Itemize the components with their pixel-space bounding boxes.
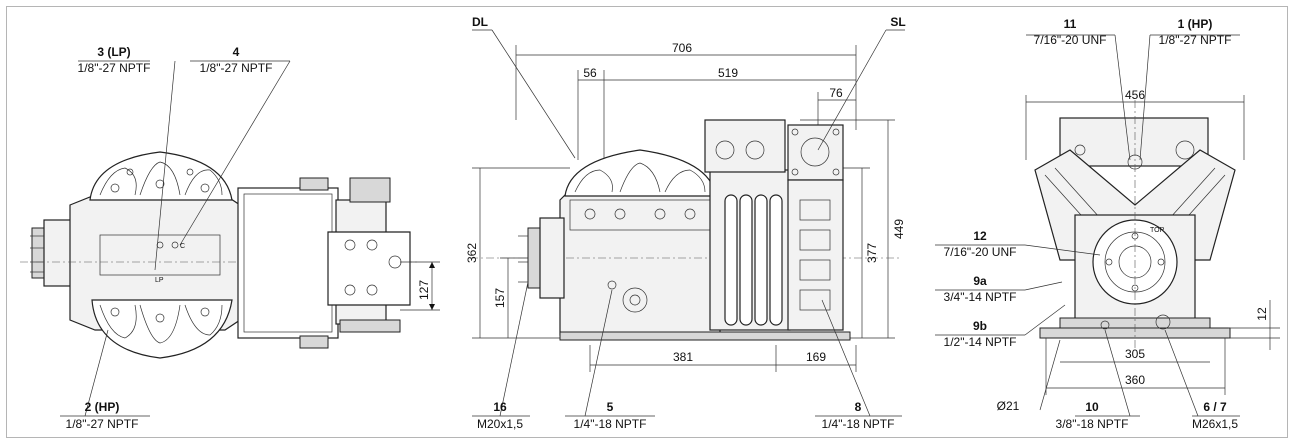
dim-12: 12 [1255,307,1269,321]
right-top-block [1059,117,1209,167]
dim-127: 127 [417,280,431,300]
side-crankcase [559,189,721,336]
middle-view [470,29,905,417]
dim-169: 169 [806,350,826,364]
label-6-7: 6 / 7 [1203,400,1227,414]
dim-377: 377 [865,243,879,263]
dim-706: 706 [672,41,692,55]
spec-1: 1/8"-27 NPTF [1159,33,1232,47]
spec-3: 1/8"-27 NPTF [78,61,151,75]
label-9b: 9b [973,319,987,333]
spec-12: 7/16"-20 UNF [944,245,1017,259]
spec-11: 7/16"-20 UNF [1034,33,1107,47]
spec-9a: 3/4"-14 NPTF [944,290,1017,304]
dim-360: 360 [1125,373,1145,387]
label-3-lp: 3 (LP) [97,45,130,59]
left-flange [43,219,75,287]
label-dl: DL [472,15,488,29]
terminal-box [237,187,339,339]
upper-cylinder-head [89,151,233,201]
dim-56: 56 [583,66,597,80]
spec-6-7: M26x1,5 [1192,417,1238,431]
suction-flange [787,124,844,181]
spec-8: 1/4"-18 NPTF [822,417,895,431]
spec-9b: 1/2"-14 NPTF [944,335,1017,349]
spec-5: 1/4"-18 NPTF [574,417,647,431]
side-cylinder-head [564,149,717,197]
mark-c: C [180,243,185,250]
left-view [20,60,440,417]
label-12: 12 [973,229,987,243]
terminal-box-side [704,119,786,173]
mark-top: TOP [1150,227,1165,234]
annotations: 3 (LP) 1/8"-27 NPTF 4 1/8"-27 NPTF 2 (HP… [66,15,1269,431]
label-4: 4 [233,45,240,59]
lower-cylinder-head [91,299,233,359]
label-10: 10 [1085,400,1099,414]
right-view [935,34,1280,417]
label-16: 16 [493,400,507,414]
label-11: 11 [1064,17,1077,31]
dim-d21: Ø21 [997,399,1020,413]
spec-10: 3/8"-18 NPTF [1056,417,1129,431]
spec-16: M20x1,5 [477,417,523,431]
label-9a: 9a [973,274,987,288]
label-2-hp: 2 (HP) [85,400,120,414]
label-sl: SL [890,15,905,29]
label-1-hp: 1 (HP) [1178,17,1213,31]
dim-157: 157 [493,288,507,308]
label-8: 8 [855,400,862,414]
dim-449: 449 [892,219,906,239]
mark-lp: LP [155,277,164,284]
dim-381: 381 [673,350,693,364]
spec-4: 1/8"-27 NPTF [200,61,273,75]
drawing-frame [6,6,1288,438]
dim-76: 76 [829,86,843,100]
label-5: 5 [607,400,614,414]
dim-362: 362 [465,243,479,263]
dim-305: 305 [1125,347,1145,361]
dim-456: 456 [1125,88,1145,102]
dim-519: 519 [718,66,738,80]
spec-2: 1/8"-27 NPTF [66,417,139,431]
